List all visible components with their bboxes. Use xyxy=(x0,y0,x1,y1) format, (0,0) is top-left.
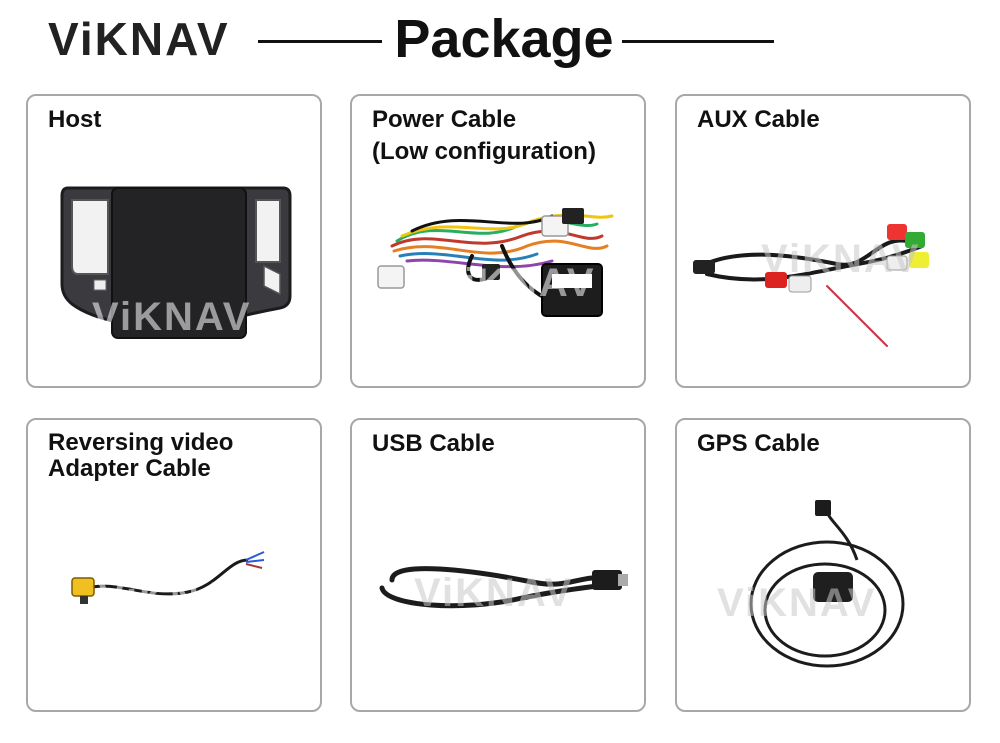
title-rule-left xyxy=(258,40,382,43)
package-item-power-cable: ViKNAV Power Cable (Low configuration) xyxy=(350,94,646,388)
head-unit-image: ViKNAV xyxy=(60,186,292,339)
svg-text:ViKNAV: ViKNAV xyxy=(98,575,257,619)
item-label: Host xyxy=(48,106,102,133)
aux-cable-image: ViKNAV xyxy=(693,224,929,347)
item-label: AUX Cable xyxy=(697,106,820,133)
package-item-usb-cable: ViKNAV USB Cable xyxy=(350,418,646,712)
wiring-harness-image: ViKNAV xyxy=(377,208,614,317)
package-item-reversing-video-cable: ViKNAV Reversing video Adapter Cable xyxy=(26,418,322,712)
svg-text:ViKNAV: ViKNAV xyxy=(92,295,251,339)
item-label: GPS Cable xyxy=(697,430,820,457)
svg-text:ViKNAV: ViKNAV xyxy=(436,261,595,305)
item-label: Power Cable (Low configuration) xyxy=(372,106,596,165)
gps-cable-image: ViKNAV xyxy=(717,500,905,668)
package-item-host: ViKNAV Host xyxy=(26,94,322,388)
svg-text:ViKNAV: ViKNAV xyxy=(761,237,920,281)
page-title: Package xyxy=(394,9,614,69)
svg-text:ViKNAV: ViKNAV xyxy=(717,581,876,625)
brand-logo-text: ViKNAV xyxy=(48,13,230,65)
package-item-gps-cable: ViKNAV GPS Cable xyxy=(675,418,971,712)
svg-text:ViKNAV: ViKNAV xyxy=(414,571,573,615)
brand-logo: ViKNAV xyxy=(48,14,230,64)
title-rule-right xyxy=(622,40,774,43)
package-item-aux-cable: ViKNAV AUX Cable xyxy=(675,94,971,388)
reversing-cable-image: ViKNAV xyxy=(71,551,265,619)
usb-cable-image: ViKNAV xyxy=(379,566,628,615)
item-label: Reversing video Adapter Cable xyxy=(48,429,234,482)
item-label: USB Cable xyxy=(372,430,495,457)
